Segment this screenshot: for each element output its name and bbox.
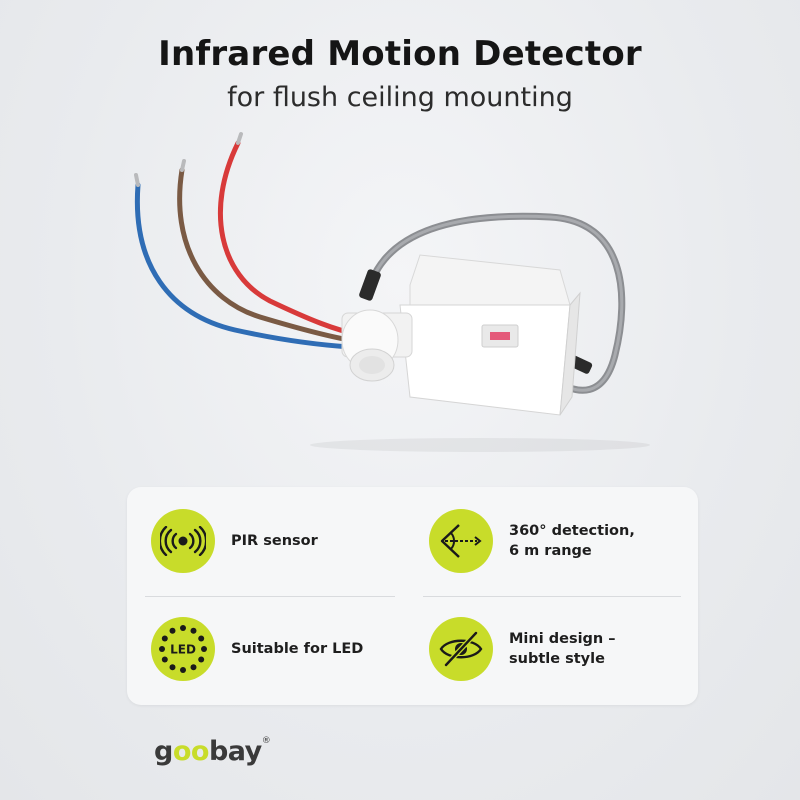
motion-detector-product-image (134, 132, 650, 452)
feature-detection-label: 360° detection, 6 m range (509, 523, 635, 559)
led-icon: LED (151, 617, 215, 681)
feature-mini-design: Mini design – subtle style (429, 617, 616, 681)
feature-detection-range: 360° detection, 6 m range (429, 509, 635, 573)
eye-hidden-icon (429, 617, 493, 681)
page-title: Infrared Motion Detector (158, 34, 642, 74)
divider-right (423, 596, 681, 597)
features-panel: PIR sensor 360° detection, 6 m range (127, 487, 698, 705)
led-icon-text: LED (170, 643, 196, 657)
feature-mini-design-label: Mini design – subtle style (509, 631, 616, 667)
detection-angle-icon (429, 509, 493, 573)
feature-pir-sensor: PIR sensor (151, 509, 318, 573)
page-subtitle: for flush ceiling mounting (227, 82, 573, 113)
feature-led-label: Suitable for LED (231, 641, 364, 657)
feature-led: LED Suitable for LED (151, 617, 363, 681)
pir-sensor-icon (151, 509, 215, 573)
feature-pir-sensor-label: PIR sensor (231, 533, 318, 549)
goobay-logo: goobay® (154, 736, 271, 767)
divider-left (145, 596, 395, 597)
